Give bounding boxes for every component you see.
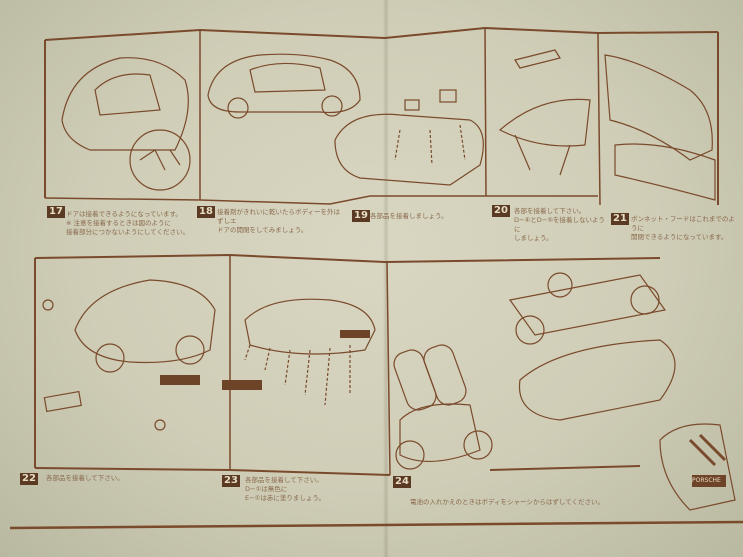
car-body-step22 (42, 279, 216, 431)
step-text-19: 各部品を接着しましょう。 (370, 212, 448, 220)
car-body-step17 (61, 57, 191, 191)
step-number-23: 23 (222, 475, 240, 487)
step-text-22: 各部品を接着して下さい。 (46, 474, 124, 482)
car-body-step18 (207, 53, 361, 119)
top-panel-frames (44, 26, 719, 206)
step-text-21: ボンネット・フードはこれまでのように 開閉できるようになっています。 (631, 215, 735, 241)
step-text-23: 各部品を接着して下さい。 D−①は無色に E−①は赤に塗りましょう。 (245, 476, 325, 502)
step-number-24: 24 (393, 476, 411, 488)
step-number-17: 17 (47, 206, 65, 218)
step-text-24: 電池の入れかえのときはボディをシャーシからはずしてください。 (410, 498, 605, 506)
step-number-22: 22 (20, 473, 38, 485)
spoiler-step20 (498, 49, 591, 176)
step-number-21: 21 (611, 213, 629, 225)
step-text-17: ドアは接着できるようになっています。 ※ 注意を接着するときは図のように 接着部… (66, 210, 189, 236)
step-number-18: 18 (197, 206, 215, 218)
car-interior-step19 (334, 89, 484, 186)
hood-step21 (604, 54, 716, 201)
bottom-panel-frames (9, 253, 743, 530)
step-text-18: 接着剤がきれいに乾いたらボディーを外はずしエ ドアの開閉をしてみましょう。 (217, 208, 341, 234)
car-rear-step23 (222, 298, 376, 406)
step-text-20: 各部を接着して下さい。 D−④とD−⑤を接着しないように しましょう。 (514, 207, 605, 242)
page-fold (383, 0, 389, 557)
step-number-20: 20 (492, 205, 510, 217)
decal-label: PORSCHE (692, 477, 721, 484)
step-number-19: 19 (352, 210, 370, 222)
chassis-step24 (393, 272, 736, 511)
